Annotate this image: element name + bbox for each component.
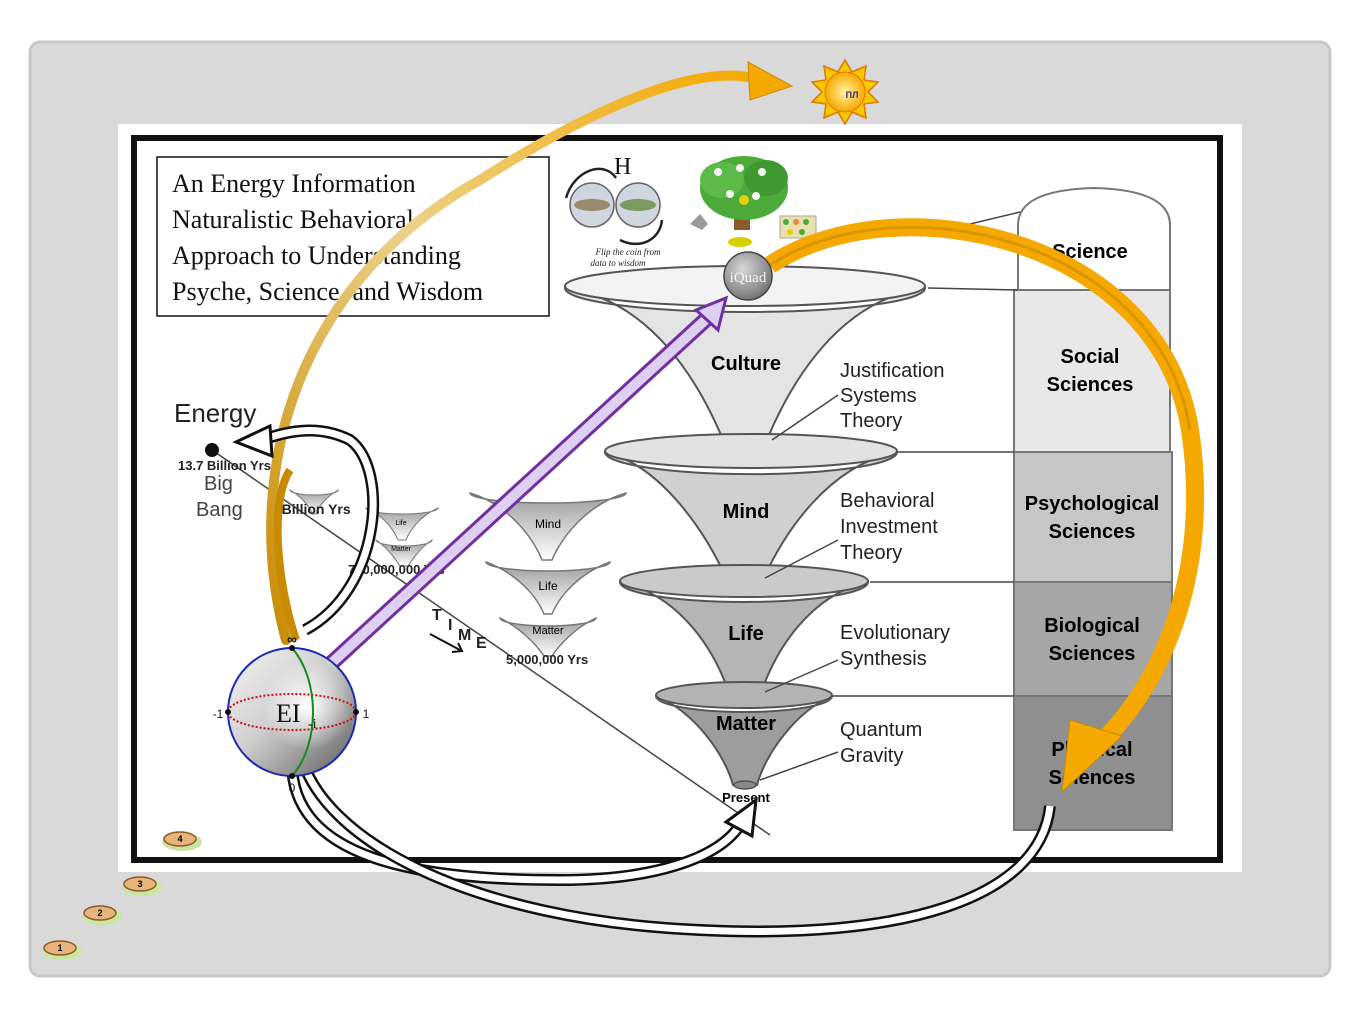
funnel-culture — [563, 286, 927, 453]
arrow-to-iquad-head — [693, 295, 729, 333]
time-5-million: 5,000,000 Yrs — [506, 652, 588, 667]
coin-step-4 — [163, 831, 197, 847]
tier-social — [1013, 289, 1171, 453]
coin-step-1 — [43, 940, 77, 956]
coin-steps: 1 2 3 4 — [42, 831, 202, 960]
loop-to-present-head — [723, 796, 758, 839]
funnel-life-label: Life — [728, 623, 764, 645]
sphere-subscript: -i — [308, 717, 317, 732]
tier-bio-label-2: Sciences — [1049, 643, 1136, 665]
big-bang-time: 13.7 Billion Yrs — [178, 458, 271, 473]
theory-jst-1: Justification — [840, 360, 945, 382]
theory-qg-1: Quantum — [840, 719, 922, 741]
funnel-stack: Culture Mind Life Matter Present — [563, 265, 927, 805]
arc-to-sun — [266, 70, 765, 645]
iquad-label: iQuad — [730, 270, 767, 286]
big-bang-dot — [205, 443, 219, 457]
time-letter-t: T — [432, 607, 442, 624]
iquad-coin: iQuad — [723, 251, 773, 301]
small-life-label: Life — [395, 520, 406, 527]
coin-step-2-label: 2 — [97, 908, 102, 918]
coin-step-3-label: 3 — [137, 879, 142, 889]
sun-label: ПЛ — [846, 90, 859, 100]
coin-step-1-label: 1 — [57, 943, 62, 953]
theory-evo-1: Evolutionary — [840, 622, 950, 644]
timeline-labels: Energy 13.7 Billion Yrs Big Bang 4 Billi… — [174, 398, 588, 667]
sphere-top-label: ∞ — [287, 631, 297, 647]
big-bang-line-2: Bang — [196, 499, 243, 521]
coin-step-3 — [123, 876, 157, 892]
funnel-life — [618, 580, 870, 697]
big-bang-line-1: Big — [204, 473, 233, 495]
sphere-left-label: -1 — [213, 707, 224, 721]
energy-label: Energy — [174, 398, 256, 428]
energy-loop-head — [232, 423, 274, 459]
title-line-3: Approach to Understanding — [172, 241, 461, 270]
tier-social-label-2: Sciences — [1047, 374, 1134, 396]
sphere-right-label: 1 — [363, 707, 370, 721]
tier-bio-label-1: Biological — [1044, 615, 1140, 637]
funnel-culture-label: Culture — [711, 353, 781, 375]
tree-icon — [690, 156, 817, 247]
coin-step-4-label: 4 — [177, 834, 182, 844]
timeline-axis — [211, 449, 771, 836]
sphere-label: EI — [276, 699, 301, 728]
timeline-funnels: Life Matter Mind Life Matter — [289, 489, 627, 657]
title-line-1: An Energy Information — [172, 169, 416, 198]
coin-flip-illustration: H Flip the coin from data to wisdom — [564, 154, 664, 268]
coin-caption-2: data to wisdom — [590, 258, 646, 268]
funnel-matter-label: Matter — [716, 713, 776, 735]
present-label: Present — [722, 790, 770, 805]
theory-jst-3: Theory — [840, 410, 902, 432]
time-letter-e: E — [476, 635, 487, 652]
tier-psych-label-2: Sciences — [1049, 521, 1136, 543]
small-matter-label: Matter — [391, 546, 412, 553]
theory-labels: Justification Systems Theory Behavioral … — [840, 360, 950, 767]
time-4-billion: 4 Billion Yrs — [270, 501, 351, 517]
tier-social-label-1: Social — [1061, 346, 1120, 368]
theory-bit-2: Investment — [840, 516, 938, 538]
sun-icon: ПЛ — [810, 58, 880, 126]
mid-matter-label: Matter — [532, 625, 564, 637]
arc-to-physical-head — [1061, 719, 1123, 794]
tier-psych-label-1: Psychological — [1025, 493, 1160, 515]
title-line-2: Naturalistic Behavioral — [172, 205, 414, 234]
mid-mind-label: Mind — [535, 517, 561, 531]
funnel-matter — [654, 694, 834, 786]
time-letter-i: I — [448, 617, 452, 634]
coin-step-2 — [83, 905, 117, 921]
h-label: H — [614, 154, 631, 180]
theory-evo-2: Synthesis — [840, 648, 927, 670]
theory-bit-3: Theory — [840, 542, 902, 564]
title-line-4: Psyche, Science, and Wisdom — [172, 277, 483, 306]
arc-to-sun-head — [747, 61, 794, 101]
theory-jst-2: Systems — [840, 385, 917, 407]
tier-phys-label-2: Sciences — [1049, 767, 1136, 789]
theory-qg-2: Gravity — [840, 745, 903, 767]
sphere-bottom-label: 0 — [289, 781, 296, 795]
time-arrow — [429, 633, 461, 651]
theory-bit-1: Behavioral — [840, 490, 935, 512]
coin-caption-1: Flip the coin from — [595, 247, 661, 257]
theory-leaders — [759, 394, 839, 781]
time-letter-m: M — [458, 627, 471, 644]
mid-life-label: Life — [538, 579, 558, 593]
funnel-mind-label: Mind — [723, 501, 770, 523]
ei-sphere: EI -i ∞ -1 1 0 — [213, 631, 370, 795]
title-box: An Energy Information Naturalistic Behav… — [156, 156, 550, 317]
tier-psychological — [1013, 451, 1173, 583]
